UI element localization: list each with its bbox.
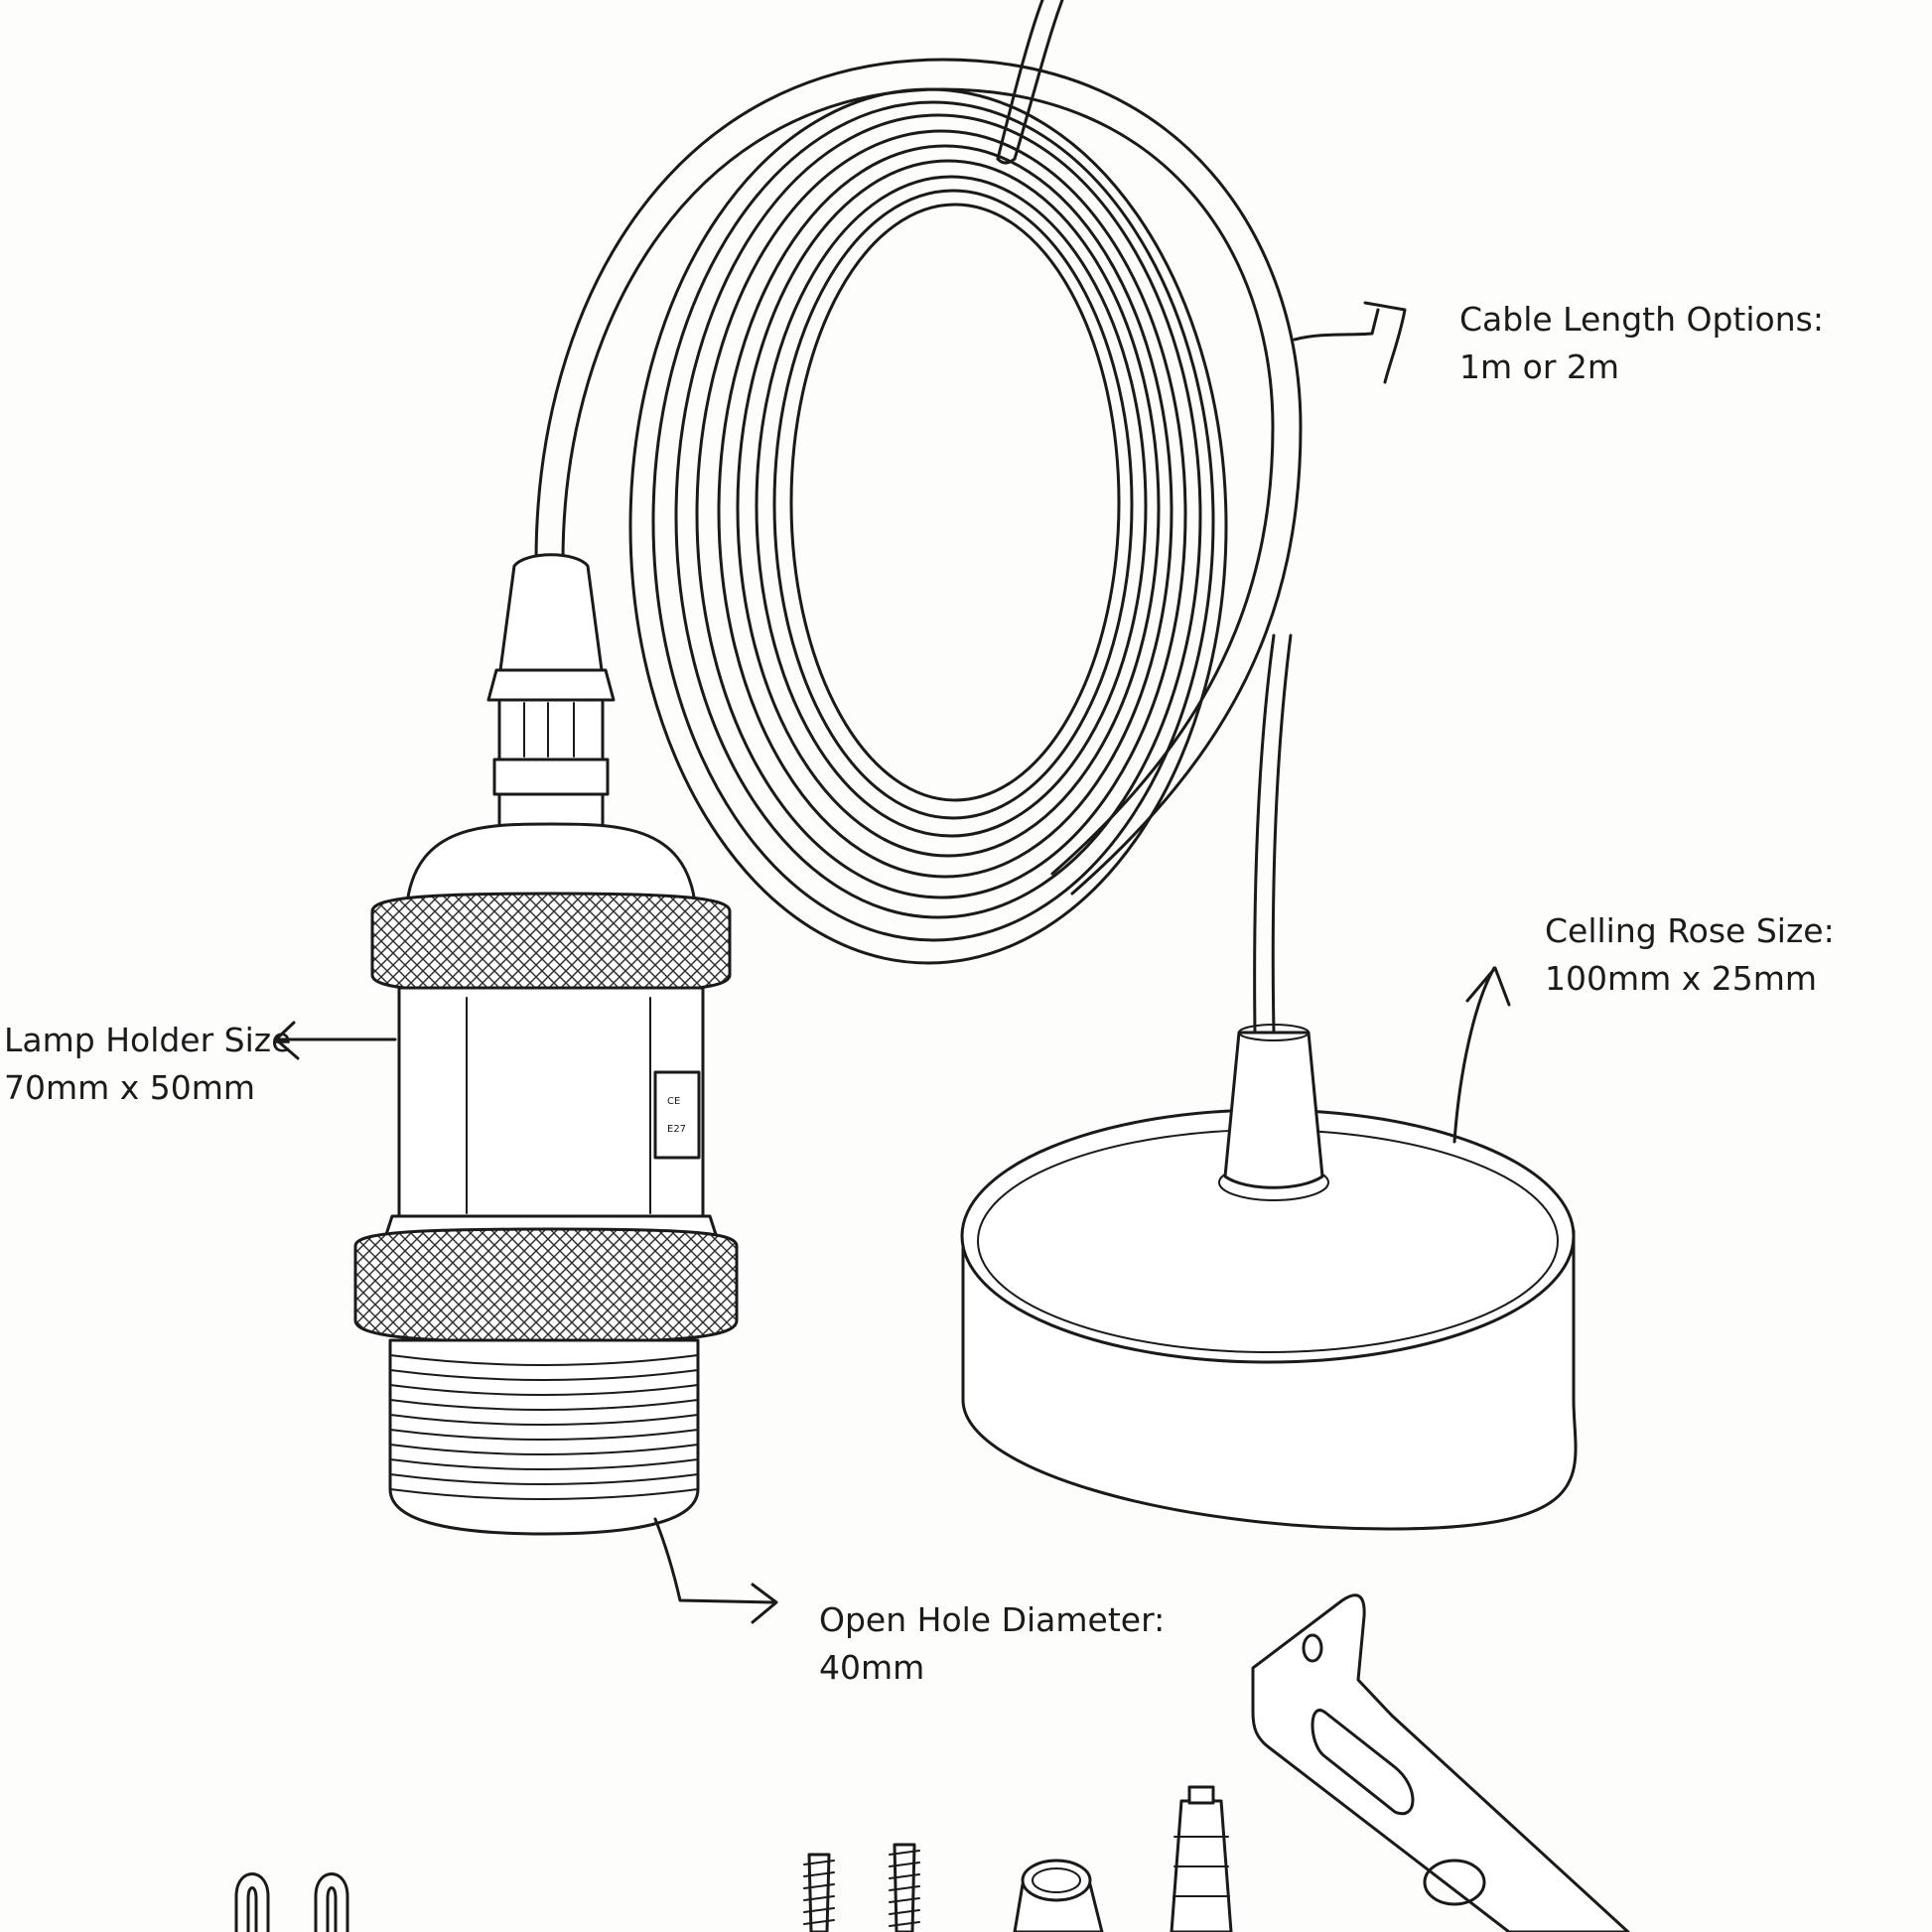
rose-leader-arrow — [1452, 966, 1511, 1144]
screw-2 — [889, 1843, 920, 1932]
lamp-holder: CE E27 — [353, 553, 739, 1536]
hook-2 — [314, 1872, 349, 1932]
hook-1 — [234, 1872, 270, 1932]
hole-leader-arrow — [653, 1517, 778, 1624]
wall-plug — [1170, 1785, 1233, 1932]
open-hole-title: Open Hole Diameter: — [819, 1600, 1166, 1639]
coiled-cable — [534, 0, 1303, 1035]
cord-sleeve — [1013, 1859, 1104, 1932]
cable-length-label: Cable Length Options: 1m or 2m — [1459, 296, 1824, 391]
ceiling-rose-title: Celling Rose Size: — [1545, 911, 1835, 950]
cable-leader-arrow — [1293, 301, 1407, 384]
holder-leader-arrow — [274, 1021, 397, 1060]
open-hole-label: Open Hole Diameter: 40mm — [819, 1596, 1165, 1692]
open-hole-value: 40mm — [819, 1647, 925, 1687]
screw-1 — [803, 1853, 835, 1932]
ceiling-rose-label: Celling Rose Size: 100mm x 25mm — [1545, 907, 1835, 1003]
ceiling-rose-value: 100mm x 25mm — [1545, 958, 1818, 998]
lamp-holder-label: Lamp Holder Size 70mm x 50mm — [4, 1017, 291, 1112]
holder-plate-text-2: E27 — [667, 1124, 686, 1135]
ceiling-rose — [960, 1024, 1578, 1531]
cable-length-value: 1m or 2m — [1459, 346, 1620, 386]
lamp-holder-title: Lamp Holder Size — [4, 1021, 292, 1059]
cable-length-title: Cable Length Options: — [1459, 300, 1824, 339]
holder-plate-text-1: CE — [667, 1096, 680, 1107]
lamp-holder-value: 70mm x 50mm — [4, 1067, 256, 1107]
mounting-bracket — [1251, 1593, 1630, 1932]
